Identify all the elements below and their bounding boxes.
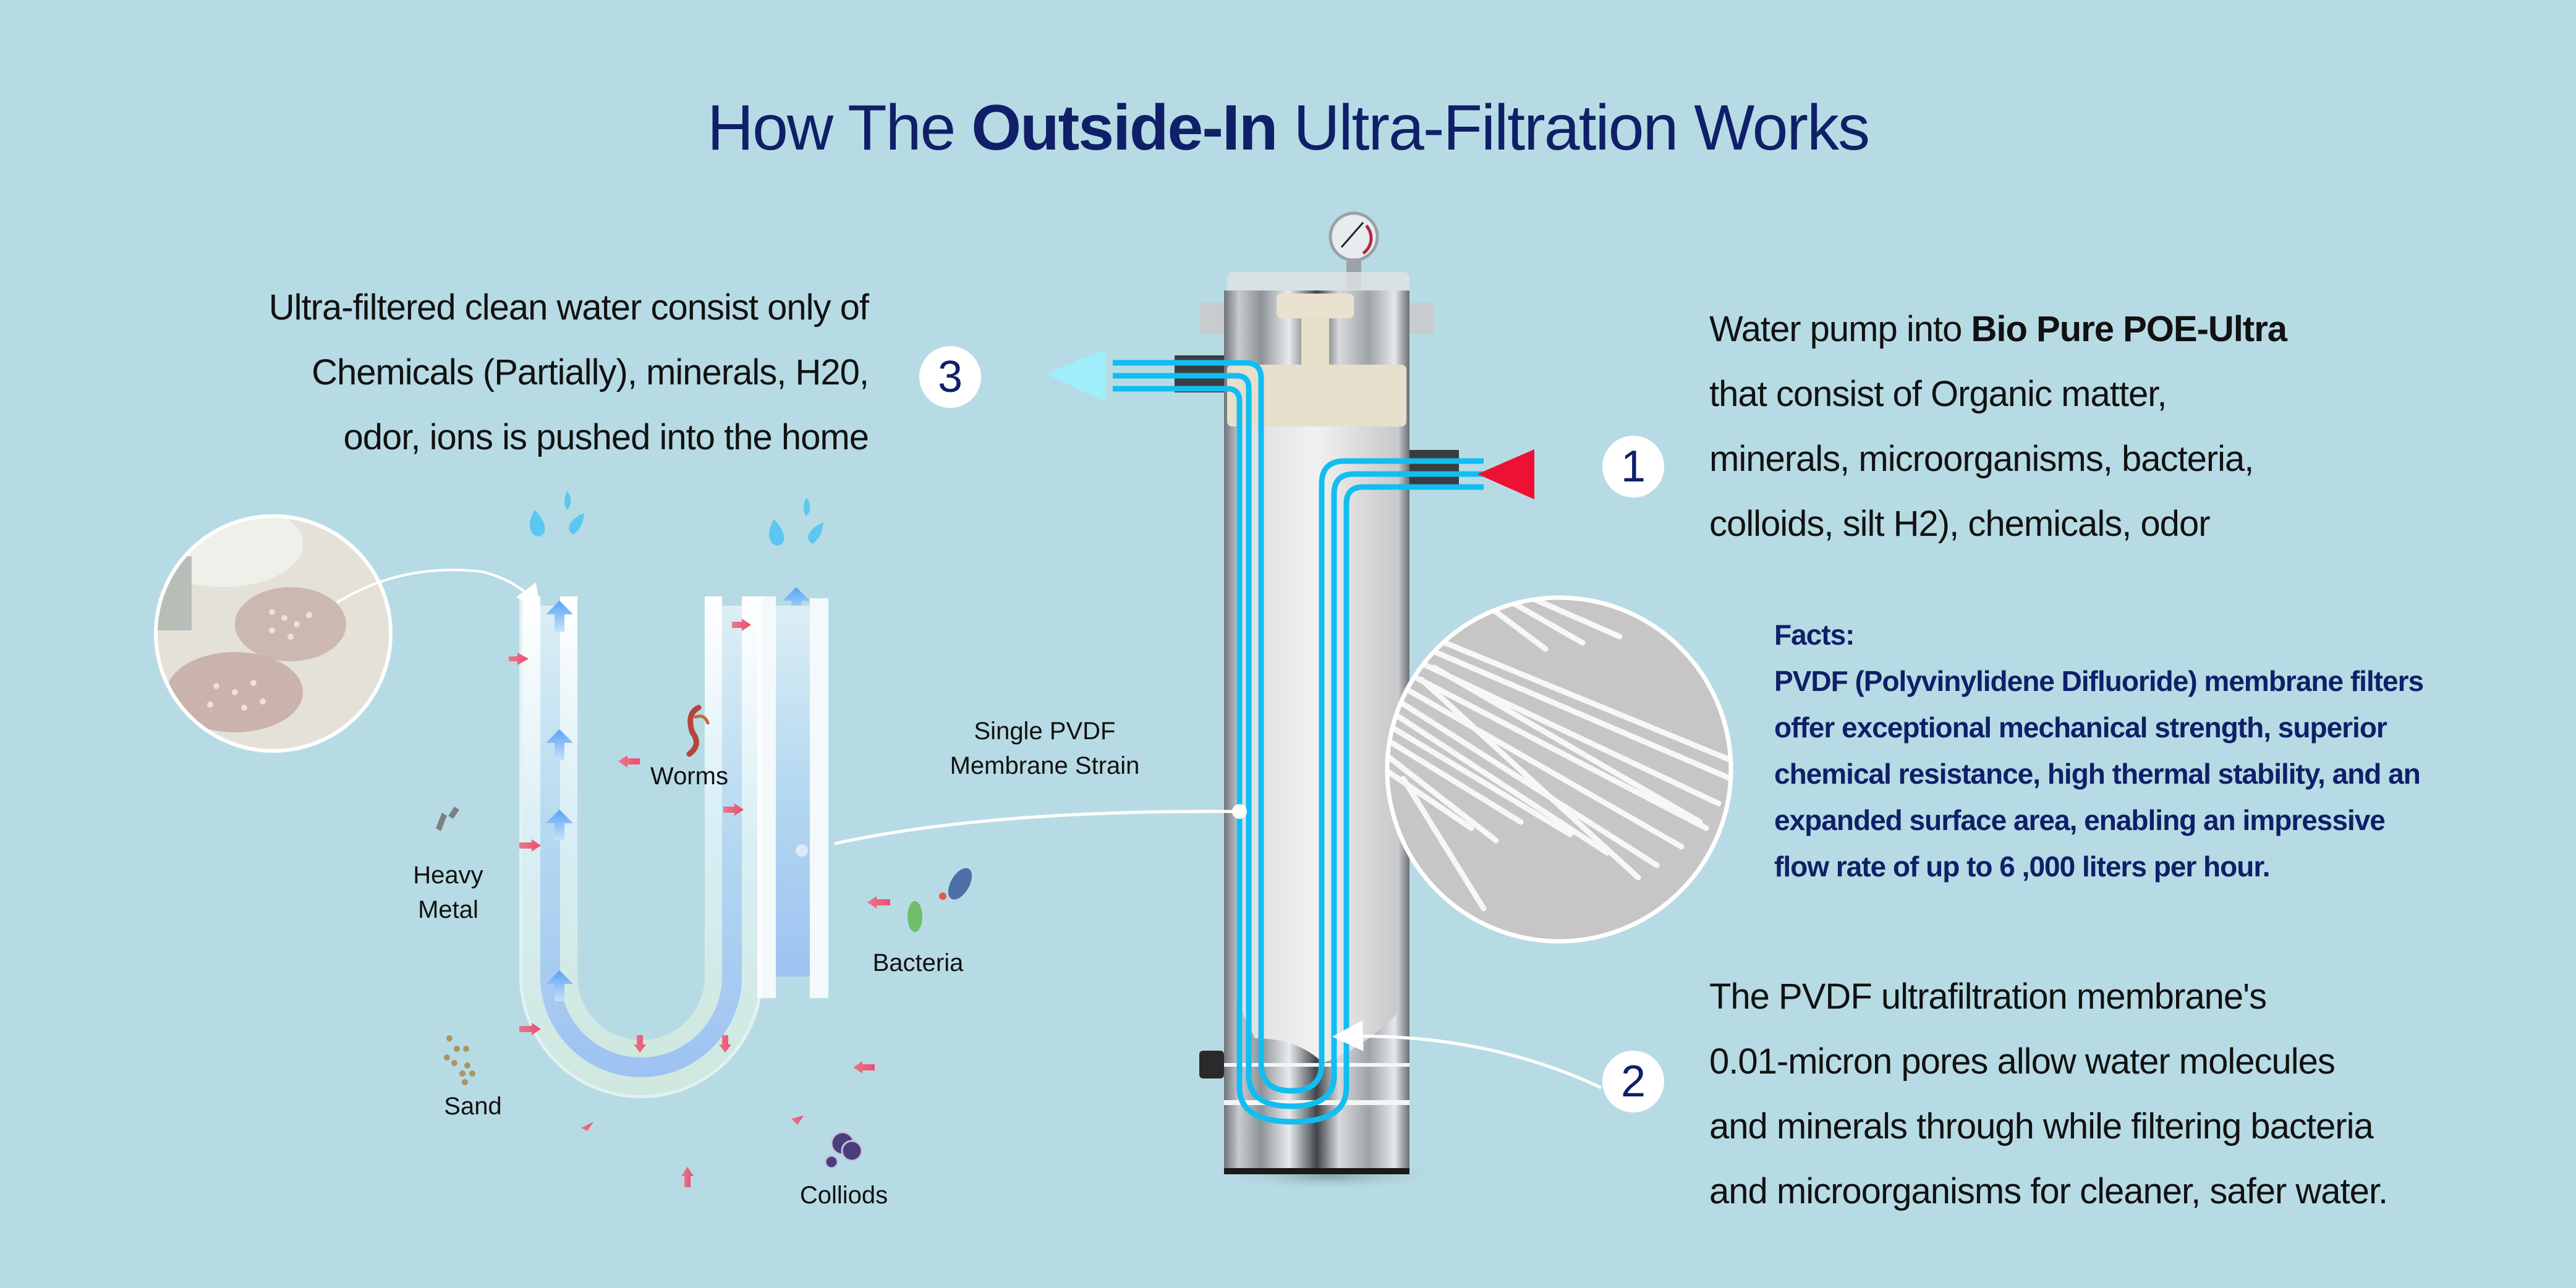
pellets-closeup	[154, 514, 541, 753]
heavy-metal-icon	[436, 807, 459, 831]
title-emphasis: Outside-In	[971, 92, 1278, 164]
step1-description: Water pump into Bio Pure POE-Ultra that …	[1709, 309, 2287, 544]
contaminant-label-sand: Sand	[444, 1093, 502, 1120]
membrane-fibers-closeup	[1385, 595, 1733, 944]
product-name: Bio Pure POE-Ultra	[1971, 309, 2287, 349]
bacteria-icon	[908, 868, 972, 932]
contaminant-label-bacteria: Bacteria	[872, 949, 964, 977]
water-drop-icon	[529, 491, 823, 546]
contaminant-label-heavy-metal: Heavy Metal	[413, 862, 483, 923]
colloids-icon	[824, 1131, 863, 1169]
page-title: How The Outside-In Ultra-Filtration Work…	[707, 92, 1870, 164]
worm-icon	[686, 705, 710, 757]
membrane-pointer-line	[834, 810, 1240, 845]
step2-pointer-line	[1332, 1020, 1602, 1090]
step3-description: Ultra-filtered clean water consist only …	[268, 287, 869, 457]
inlet-arrow-icon	[1477, 449, 1534, 499]
step2-description: The PVDF ultrafiltration membrane's 0.01…	[1709, 977, 2388, 1211]
step2-badge: 2	[1602, 1051, 1664, 1112]
membrane-strain-label: Single PVDF Membrane Strain	[950, 718, 1140, 779]
facts-heading: Facts:	[1774, 619, 1855, 651]
contaminant-label-worms: Worms	[650, 763, 728, 790]
outlet-arrow-icon	[1046, 349, 1105, 402]
u-tube-diagram	[509, 491, 890, 1187]
contaminant-arrows	[509, 619, 890, 1187]
flow-lines	[1113, 360, 1484, 1125]
step3-badge: 3	[919, 346, 981, 408]
facts-panel: Facts: PVDF (Polyvinylidene Difluoride) …	[1774, 612, 2485, 890]
step1-badge: 1	[1602, 436, 1664, 498]
contaminant-label-colloids: Colliods	[799, 1182, 888, 1209]
sand-icon	[444, 1035, 475, 1085]
